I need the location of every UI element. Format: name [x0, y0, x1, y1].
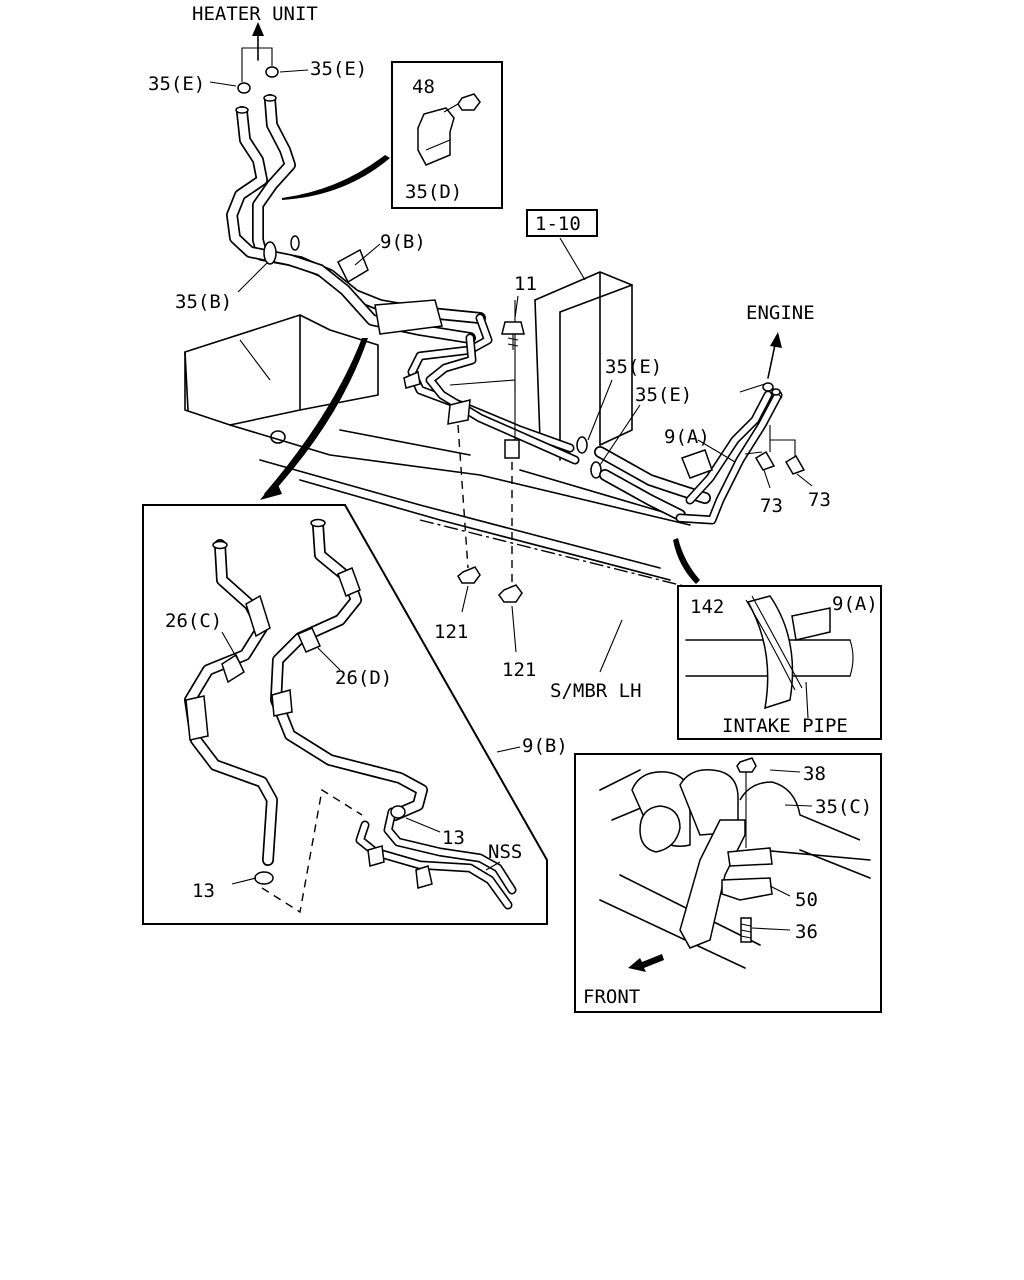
callout-121a: 121	[434, 621, 468, 643]
callout-9b-detail: 9(B)	[522, 735, 568, 757]
callout-35d: 35(D)	[405, 181, 462, 203]
callout-35e-top: 35(E)	[310, 58, 367, 80]
callout-26d: 26(D)	[335, 667, 392, 689]
callout-73b: 73	[808, 489, 831, 511]
intake-pipe-label: INTAKE PIPE	[722, 715, 848, 737]
callout-leaders	[209, 69, 813, 673]
callout-9b-main: 9(B)	[380, 231, 426, 253]
callout-35e-left: 35(E)	[148, 73, 205, 95]
callout-142: 142	[690, 596, 724, 618]
callout-9a-detail: 9(A)	[832, 593, 878, 615]
callout-35b: 35(B)	[175, 291, 232, 313]
callout-50: 50	[795, 889, 818, 911]
callout-38: 38	[803, 763, 826, 785]
nss-label: NSS	[488, 841, 522, 863]
front-label: FRONT	[583, 986, 640, 1008]
detail-box-clip	[391, 61, 503, 209]
reference-label: 1-10	[535, 213, 581, 235]
engine-label: ENGINE	[746, 302, 815, 324]
reference-box	[526, 209, 598, 237]
callout-121b: 121	[502, 659, 536, 681]
callout-36: 36	[795, 921, 818, 943]
diagram-labels: HEATER UNIT ENGINE FRONT INTAKE PIPE S/M…	[192, 3, 848, 1008]
detail-box-hoses	[142, 504, 548, 925]
callout-35e-mid2: 35(E)	[635, 384, 692, 406]
detail-box-bracket	[574, 753, 882, 1013]
callout-73a: 73	[760, 495, 783, 517]
callout-35e-mid1: 35(E)	[605, 356, 662, 378]
detail-box-intake-pipe	[677, 585, 882, 740]
callout-13-left: 13	[192, 880, 215, 902]
callout-48: 48	[412, 76, 435, 98]
callout-9a-main: 9(A)	[664, 426, 710, 448]
heater-hose-assembly-main	[226, 22, 806, 603]
heater-unit-label: HEATER UNIT	[192, 3, 318, 25]
callout-11: 11	[514, 273, 537, 295]
callout-26c: 26(C)	[165, 610, 222, 632]
callout-35c: 35(C)	[815, 796, 872, 818]
part-callouts: 35(E) 35(E) 48 35(D) 9(B) 35(B) 11 35(E)…	[148, 58, 878, 943]
side-member-label: S/MBR LH	[550, 680, 642, 702]
detail-indicator-arrows	[260, 155, 700, 584]
callout-13-right: 13	[442, 827, 465, 849]
